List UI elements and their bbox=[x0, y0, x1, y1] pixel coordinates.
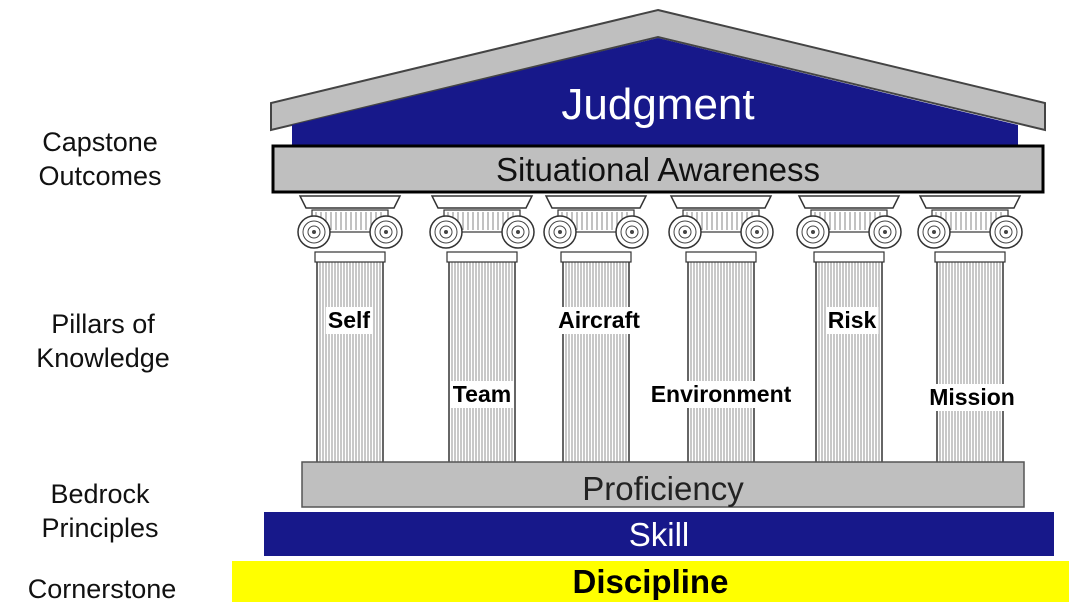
bedrock-principles-label: Bedrock Principles bbox=[41, 479, 159, 543]
proficiency-slab bbox=[301, 461, 1025, 508]
discipline-slab bbox=[232, 561, 1069, 602]
situational-awareness-title: Situational Awareness bbox=[495, 151, 821, 188]
roof-pediment bbox=[270, 8, 1046, 132]
pillar-label-environment: Environment bbox=[648, 381, 794, 408]
pillar-label-mission: Mission bbox=[927, 384, 1017, 411]
pillar-label-risk: Risk bbox=[825, 307, 879, 334]
judgment-block bbox=[292, 38, 1018, 146]
pillar-team bbox=[429, 195, 535, 462]
judgment-title: Judgment bbox=[561, 80, 755, 129]
pillar-label-team: Team bbox=[450, 381, 514, 408]
pillar-aircraft bbox=[543, 195, 649, 462]
discipline-title: Discipline bbox=[572, 563, 729, 600]
situational-awareness-beam bbox=[271, 144, 1045, 194]
pillars-group bbox=[297, 195, 1023, 462]
pillar-label-aircraft: Aircraft bbox=[556, 307, 642, 334]
pillar-label-self: Self bbox=[325, 307, 373, 334]
pillar-risk bbox=[796, 195, 902, 462]
pillar-environment bbox=[668, 195, 774, 462]
skill-slab bbox=[264, 512, 1054, 556]
pillars-of-knowledge-label: Pillars of Knowledge bbox=[36, 309, 170, 373]
skill-title: Skill bbox=[628, 516, 690, 553]
pillar-mission bbox=[917, 195, 1023, 462]
pillar-self bbox=[297, 195, 403, 462]
cornerstone-label: Cornerstone bbox=[27, 574, 177, 604]
capstone-outcomes-label: Capstone Outcomes bbox=[38, 127, 162, 191]
proficiency-title: Proficiency bbox=[582, 470, 744, 507]
